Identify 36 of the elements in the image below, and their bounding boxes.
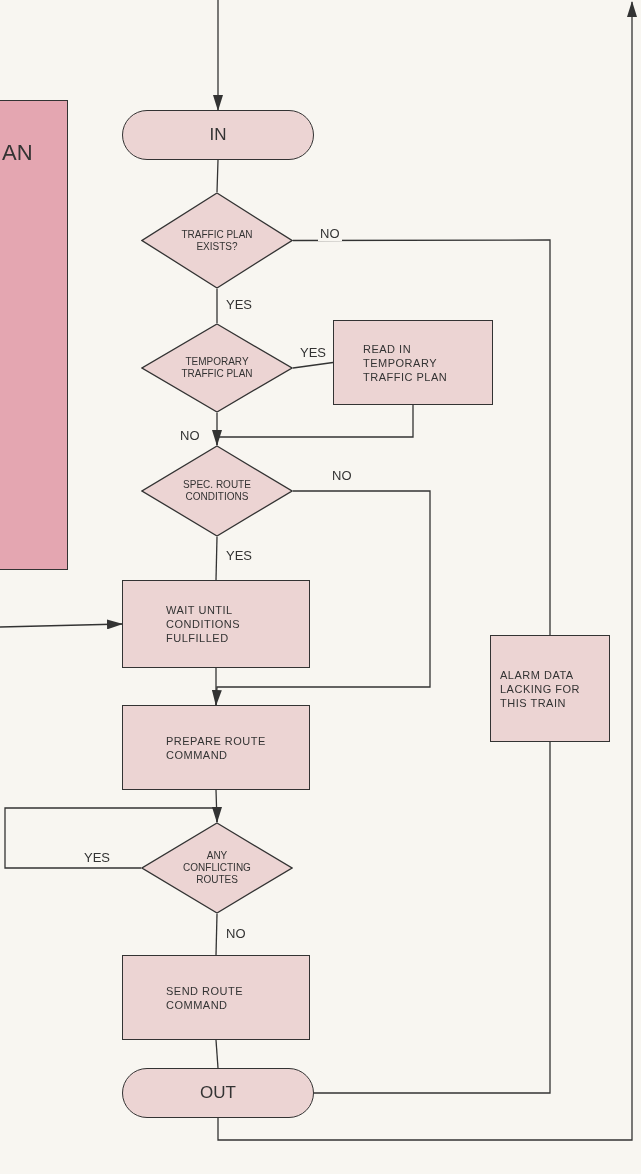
node-label: OUT <box>200 1082 236 1105</box>
decision-diamond <box>141 822 293 914</box>
decision-diamond <box>141 192 293 289</box>
process-box <box>122 955 310 1040</box>
edge-label: YES <box>298 345 328 360</box>
node-label: TRAFFIC PLAN EXISTS? <box>180 228 254 253</box>
connector-arrow <box>213 0 223 111</box>
edge-label: NO <box>178 428 202 443</box>
node-label: IN <box>209 124 227 147</box>
node-label: SEND ROUTE COMMAND <box>166 983 245 1012</box>
node-label: AN <box>2 139 33 167</box>
terminal-box <box>122 1068 314 1118</box>
edge-label: NO <box>318 226 342 241</box>
node-label: ANY CONFLICTING ROUTES <box>182 850 252 886</box>
edge-label: YES <box>224 297 254 312</box>
node-label: READ IN TEMPORARY TRAFFIC PLAN <box>363 341 449 384</box>
edge-label: NO <box>330 468 354 483</box>
node-label: ALARM DATA LACKING FOR THIS TRAIN <box>500 667 582 710</box>
edge-label: YES <box>82 850 112 865</box>
process-box <box>122 705 310 790</box>
process-box <box>333 320 493 405</box>
connector-arrow <box>0 619 123 630</box>
process-box <box>490 635 610 742</box>
node-label: WAIT UNTIL CONDITIONS FULFILLED <box>166 603 242 645</box>
node-label: TEMPORARY TRAFFIC PLAN <box>180 356 254 380</box>
decision-diamond <box>141 445 293 537</box>
node-label: PREPARE ROUTE COMMAND <box>166 733 266 762</box>
process-box <box>122 580 310 668</box>
edge-label: YES <box>224 548 254 563</box>
connector-arrow <box>4 807 222 869</box>
side-panel <box>0 100 68 570</box>
decision-diamond <box>141 323 293 413</box>
terminal-box <box>122 110 314 160</box>
node-label: SPEC. ROUTE CONDITIONS <box>182 479 252 503</box>
edge-label: NO <box>224 926 248 941</box>
connector-arrow <box>217 1 637 1141</box>
